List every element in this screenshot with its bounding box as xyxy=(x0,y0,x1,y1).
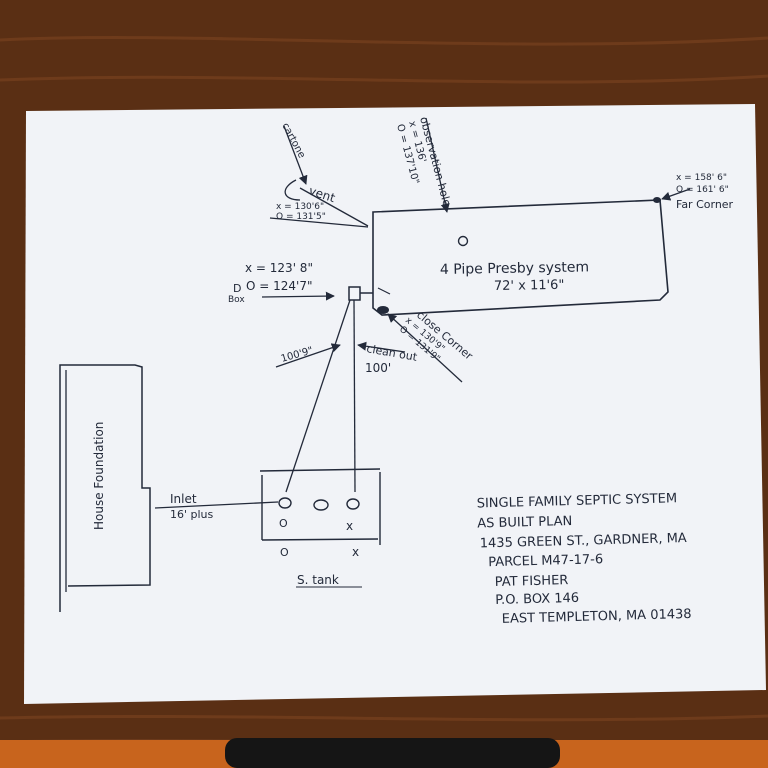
dbox-box: Box xyxy=(228,295,245,305)
title-line-5: PAT FISHER xyxy=(495,573,569,590)
house-foundation xyxy=(59,364,151,612)
inlet-label: Inlet xyxy=(170,492,197,506)
observation-hole-mark xyxy=(457,235,469,247)
dbox-arrow xyxy=(261,291,335,301)
tank-mark-x-1: x xyxy=(346,519,353,533)
dbox-d: D xyxy=(233,282,241,295)
vent-o: O = 131'5" xyxy=(276,212,326,222)
vent-leader-1 xyxy=(299,187,369,227)
house-label: House Foundation xyxy=(92,422,106,530)
far-corner-dot xyxy=(653,197,661,203)
paper-sheet xyxy=(24,104,766,704)
observation-arrow xyxy=(425,117,450,213)
arrow-100-9 xyxy=(275,343,341,368)
tank-label: S. tank xyxy=(297,573,339,587)
vent-curve xyxy=(284,179,301,201)
title-line-7: EAST TEMPLETON, MA 01438 xyxy=(502,607,692,627)
inlet-pipe xyxy=(154,501,279,509)
pipe-inlet-to-dbox xyxy=(285,299,351,493)
title-line-4: PARCEL M47-17-6 xyxy=(488,552,603,570)
title-block: SINGLE FAMILY SEPTIC SYSTEM AS BUILT PLA… xyxy=(477,491,692,627)
close-corner-dot xyxy=(377,306,389,314)
tank-port-2 xyxy=(313,499,329,511)
tank-mark-o-1: O xyxy=(279,517,288,530)
title-line-6: P.O. BOX 146 xyxy=(495,591,579,608)
tank-top xyxy=(259,468,381,472)
close-corner-arrow xyxy=(387,313,463,383)
tank-port-1 xyxy=(278,497,292,509)
pipe-cleanout-to-dbox xyxy=(353,299,356,493)
dbox-x: x = 123' 8" xyxy=(245,261,313,275)
tank-mark-x-2: x xyxy=(352,545,359,559)
title-line-3: 1435 GREEN ST., GARDNER, MA xyxy=(480,531,687,551)
tank-bottom xyxy=(261,538,379,541)
inlet-length: 16' plus xyxy=(170,508,214,521)
tank-mark-o-2: O xyxy=(280,546,289,559)
vent-leader-2 xyxy=(269,217,369,228)
far-corner-x: x = 158' 6" xyxy=(676,173,727,183)
shoe xyxy=(225,738,560,768)
wood-grain xyxy=(0,36,768,748)
arrow-clean-out xyxy=(357,341,406,353)
far-corner-o: O = 161' 6" xyxy=(676,185,729,195)
system-name: 4 Pipe Presby system xyxy=(440,259,589,278)
far-corner-label: Far Corner xyxy=(676,198,734,211)
tank-port-3 xyxy=(346,498,360,510)
title-line-1: SINGLE FAMILY SEPTIC SYSTEM xyxy=(477,491,678,511)
dbox-tick xyxy=(377,287,391,295)
far-corner-arrow xyxy=(661,188,691,201)
dbox-o: O = 124'7" xyxy=(246,279,313,293)
vent-arrow xyxy=(283,125,308,185)
dist-100: 100' xyxy=(365,361,391,375)
title-line-2: AS BUILT PLAN xyxy=(477,514,572,531)
system-size: 72' x 11'6" xyxy=(494,278,565,294)
vent-x: x = 130'6" xyxy=(276,202,324,212)
